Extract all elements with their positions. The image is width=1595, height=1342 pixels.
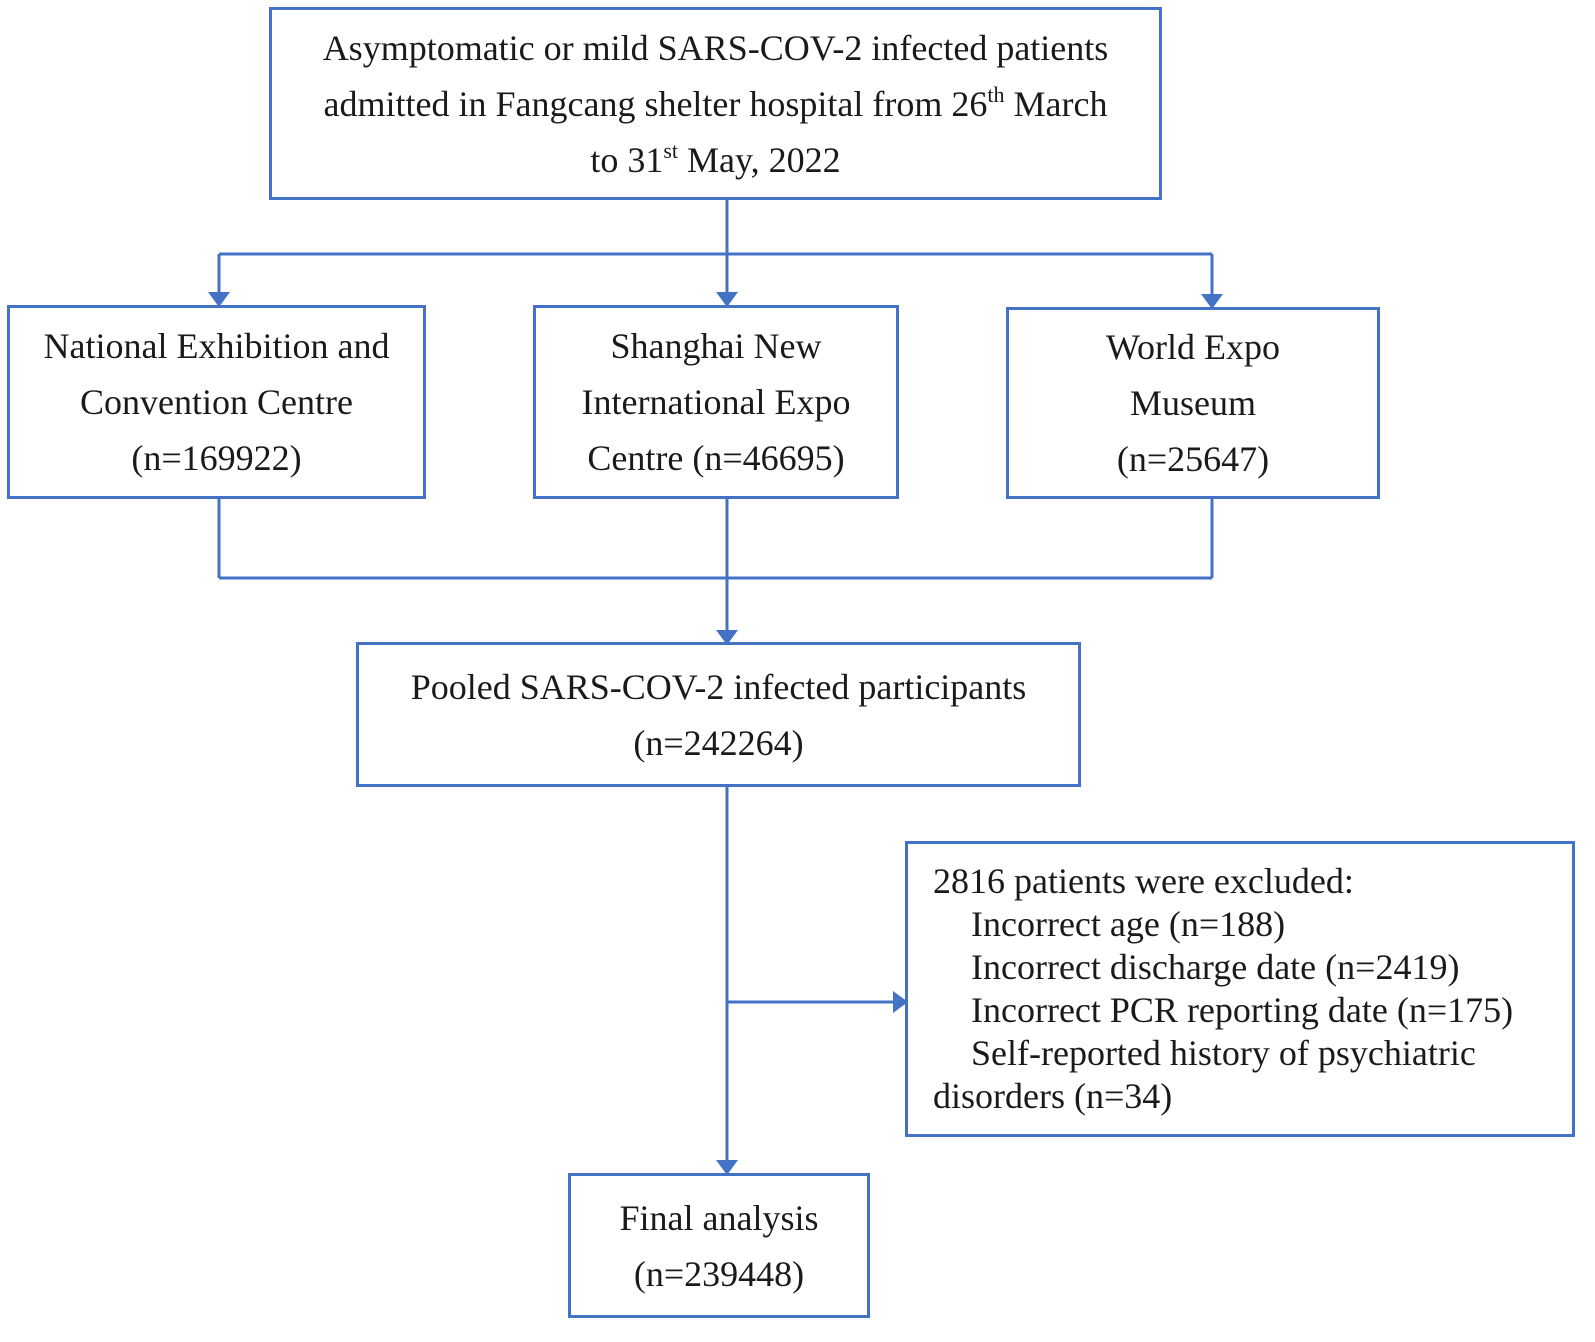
study-population-line-3: to 31st May, 2022 <box>590 132 840 188</box>
exclusion-heading: 2816 patients were excluded: <box>933 861 1354 901</box>
study-population-line-2-month: March <box>1004 83 1108 124</box>
site-count: (n=25647) <box>1116 439 1270 479</box>
study-population-line-3-text: to 31 <box>590 139 664 180</box>
site-box-national-exhibition: National Exhibition and Convention Centr… <box>7 305 426 499</box>
exclusion-item: Incorrect PCR reporting date (n=175) <box>971 990 1514 1030</box>
study-population-line-2-text: admitted in Fangcang shelter hospital fr… <box>323 83 988 124</box>
final-label: Final analysis <box>619 1197 819 1238</box>
arrowhead-wem <box>1201 294 1223 309</box>
site-box-shanghai-new-international: Shanghai New International Expo Centre (… <box>533 305 899 499</box>
exclusion-box: 2816 patients were excluded: Incorrect a… <box>905 841 1575 1137</box>
final-count: (n=239448) <box>633 1253 805 1294</box>
site-box-world-expo-museum: World Expo Museum (n=25647) <box>1006 307 1380 499</box>
site-label-line: National Exhibition and <box>43 326 390 366</box>
site-count: (n=169922) <box>131 438 302 478</box>
site-count: Centre (n=46695) <box>587 438 845 478</box>
exclusion-item-continuation: disorders (n=34) <box>933 1076 1173 1116</box>
pooled-participants-box: Pooled SARS-COV-2 infected participants … <box>356 642 1081 787</box>
arrowhead-pooled <box>716 630 738 645</box>
site-label-line: Museum <box>1130 383 1256 423</box>
study-population-box: Asymptomatic or mild SARS-COV-2 infected… <box>269 7 1162 200</box>
site-label-line: Convention Centre <box>80 382 353 422</box>
arrowhead-nec <box>208 292 230 307</box>
arrowhead-excluded <box>893 991 908 1013</box>
pooled-count: (n=242264) <box>633 722 804 763</box>
final-analysis-box: Final analysis (n=239448) <box>568 1173 870 1318</box>
site-label-line: Shanghai New <box>610 326 822 366</box>
exclusion-item: Incorrect discharge date (n=2419) <box>971 947 1460 987</box>
study-population-line-1: Asymptomatic or mild SARS-COV-2 infected… <box>322 27 1109 68</box>
arrowhead-final <box>716 1160 738 1175</box>
pooled-label: Pooled SARS-COV-2 infected participants <box>410 666 1027 707</box>
exclusion-item: Incorrect age (n=188) <box>971 904 1286 944</box>
study-population-line-2: admitted in Fangcang shelter hospital fr… <box>324 76 1108 132</box>
site-label-line: World Expo <box>1105 327 1281 367</box>
exclusion-item: Self-reported history of psychiatric <box>971 1033 1476 1073</box>
study-population-line-3-date: May, 2022 <box>678 139 841 180</box>
ordinal-suffix-th: th <box>987 81 1005 107</box>
ordinal-suffix-st: st <box>663 137 679 163</box>
site-label-line: International Expo <box>581 382 851 422</box>
arrowhead-snie <box>716 292 738 307</box>
